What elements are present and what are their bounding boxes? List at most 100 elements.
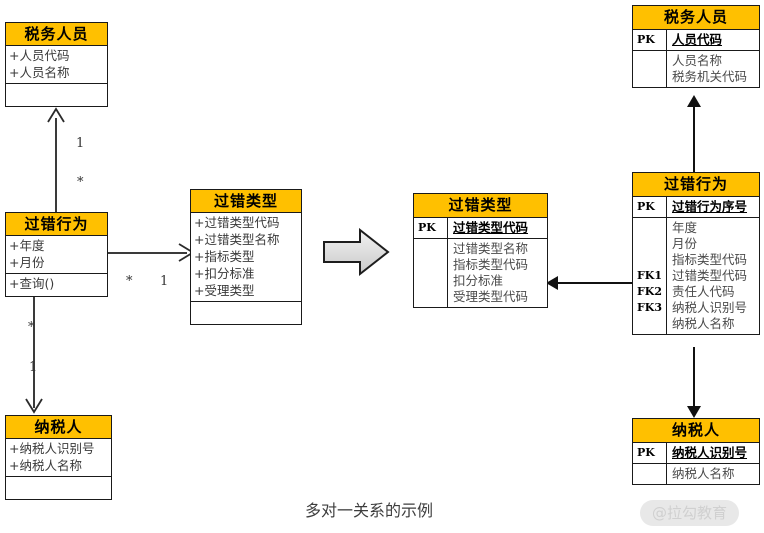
uml-operations-fault-type xyxy=(191,302,301,324)
uml-attributes-taxpayer: +纳税人识别号 +纳税人名称 xyxy=(6,439,111,477)
er-key-label: PK xyxy=(637,446,655,459)
er-foreign-key-label: FK2 xyxy=(637,285,663,298)
er-field: 月份 xyxy=(672,236,698,251)
uml-class-title-fault-type: 过错类型 xyxy=(191,190,301,213)
multiplicity-faulttype-end: 1 xyxy=(160,274,169,289)
er-key-column: .. .. xyxy=(414,239,448,307)
er-value-column: 纳税人识别号 xyxy=(667,443,759,463)
arrowhead-solid-up-er-officer xyxy=(687,95,701,107)
er-attribute-section-tax-officer: .. 人员名称 税务机关代码 xyxy=(633,51,759,87)
uml-attribute: +纳税人名称 xyxy=(9,458,82,473)
uml-class-tax-officer[interactable]: 税务人员 +人员代码 +人员名称 xyxy=(5,22,108,107)
er-field: 过错类型代码 xyxy=(672,268,748,283)
connector-er-behavior-officer xyxy=(693,106,695,174)
er-table-taxpayer[interactable]: 纳税人 PK 纳税人识别号 . 纳税人名称 xyxy=(632,418,760,485)
er-table-title-tax-officer: 税务人员 xyxy=(633,6,759,30)
uml-class-title-fault-behavior: 过错行为 xyxy=(6,213,107,236)
er-value-column: 过错行为序号 xyxy=(667,197,759,217)
arrowhead-solid-down-er-taxpayer xyxy=(687,406,701,418)
er-key-column: . xyxy=(633,464,667,484)
connector-behavior-taxpayer xyxy=(33,295,35,408)
er-value-column: 过错类型代码 xyxy=(448,218,547,238)
uml-class-title-taxpayer: 纳税人 xyxy=(6,416,111,439)
multiplicity-behavior-down-end: * xyxy=(28,320,35,335)
er-field: 扣分标准 xyxy=(453,273,504,288)
er-table-fault-type[interactable]: 过错类型 PK 过错类型代码 .. .. 过错类型名称 指标类型代码 扣分标准 … xyxy=(413,193,548,308)
er-key-column: PK xyxy=(633,443,667,463)
connector-behavior-faulttype xyxy=(107,252,187,254)
multiplicity-taxpayer-end: 1 xyxy=(29,360,38,375)
uml-class-taxpayer[interactable]: 纳税人 +纳税人识别号 +纳税人名称 xyxy=(5,415,112,500)
multiplicity-officer-end: 1 xyxy=(76,136,85,151)
er-primary-key-field: 过错行为序号 xyxy=(672,199,748,214)
er-key-section-taxpayer: PK 纳税人识别号 xyxy=(633,443,759,464)
er-key-section-fault-type: PK 过错类型代码 xyxy=(414,218,547,239)
uml-attribute: +纳税人识别号 xyxy=(9,441,95,456)
uml-attribute: +受理类型 xyxy=(194,283,255,298)
transform-block-arrow-icon xyxy=(323,228,390,277)
uml-class-fault-behavior[interactable]: 过错行为 +年度 +月份 +查询() xyxy=(5,212,108,297)
er-attribute-section-taxpayer: . 纳税人名称 xyxy=(633,464,759,484)
uml-operation: +查询() xyxy=(9,276,55,291)
er-value-column: 过错类型名称 指标类型代码 扣分标准 受理类型代码 xyxy=(448,239,547,307)
er-key-column: PK xyxy=(414,218,448,238)
er-field: 纳税人名称 xyxy=(672,316,735,331)
uml-attribute: +过错类型代码 xyxy=(194,215,280,230)
uml-operations-fault-behavior: +查询() xyxy=(6,274,107,296)
watermark: @拉勾教育 xyxy=(640,500,740,526)
er-key-label: PK xyxy=(637,33,655,46)
uml-attribute: +过错类型名称 xyxy=(194,232,280,247)
er-field: 纳税人识别号 xyxy=(672,300,748,315)
er-value-column: 人员代码 xyxy=(667,30,759,50)
diagram-caption: 多对一关系的示例 xyxy=(305,501,434,520)
uml-attributes-tax-officer: +人员代码 +人员名称 xyxy=(6,46,107,84)
uml-attributes-fault-type: +过错类型代码 +过错类型名称 +指标类型 +扣分标准 +受理类型 xyxy=(191,213,301,302)
er-field: 税务机关代码 xyxy=(672,69,748,84)
er-field: 指标类型代码 xyxy=(453,257,529,272)
er-table-tax-officer[interactable]: 税务人员 PK 人员代码 .. 人员名称 税务机关代码 xyxy=(632,5,760,88)
uml-class-title-tax-officer: 税务人员 xyxy=(6,23,107,46)
er-foreign-key-label: FK1 xyxy=(637,269,663,282)
er-key-column: .. xyxy=(633,51,667,87)
er-key-column: PK xyxy=(633,30,667,50)
uml-attribute: +月份 xyxy=(9,255,45,270)
er-key-column: . . . FK1 FK2 FK3 . xyxy=(633,218,667,334)
er-key-label: PK xyxy=(637,200,655,213)
er-value-column: 人员名称 税务机关代码 xyxy=(667,51,759,87)
multiplicity-behavior-up-end: * xyxy=(77,175,84,190)
er-attribute-section-fault-behavior: . . . FK1 FK2 FK3 . 年度 月份 指标类型代码 过错类型代码 … xyxy=(633,218,759,334)
uml-operations-taxpayer xyxy=(6,477,111,499)
uml-class-fault-type[interactable]: 过错类型 +过错类型代码 +过错类型名称 +指标类型 +扣分标准 +受理类型 xyxy=(190,189,302,325)
er-key-section-fault-behavior: PK 过错行为序号 xyxy=(633,197,759,218)
er-table-fault-behavior[interactable]: 过错行为 PK 过错行为序号 . . . FK1 FK2 FK3 . 年度 月份 xyxy=(632,172,760,335)
uml-attribute: +人员名称 xyxy=(9,65,70,80)
arrowhead-open-up-officer xyxy=(47,107,65,123)
er-field: 年度 xyxy=(672,220,698,235)
er-field: 指标类型代码 xyxy=(672,252,748,267)
uml-operations-tax-officer xyxy=(6,84,107,106)
uml-attributes-fault-behavior: +年度 +月份 xyxy=(6,236,107,274)
arrowhead-solid-left-er-faulttype xyxy=(546,276,558,290)
er-field: 人员名称 xyxy=(672,53,723,68)
er-table-title-fault-behavior: 过错行为 xyxy=(633,173,759,197)
er-table-title-fault-type: 过错类型 xyxy=(414,194,547,218)
er-primary-key-field: 人员代码 xyxy=(672,32,723,47)
er-value-column: 纳税人名称 xyxy=(667,464,759,484)
connector-er-behavior-faulttype xyxy=(557,282,635,284)
multiplicity-behavior-right-end: * xyxy=(126,274,133,289)
er-primary-key-field: 纳税人识别号 xyxy=(672,445,748,460)
er-value-column: 年度 月份 指标类型代码 过错类型代码 责任人代码 纳税人识别号 纳税人名称 xyxy=(667,218,759,334)
er-key-label: PK xyxy=(418,221,436,234)
er-field: 过错类型名称 xyxy=(453,241,529,256)
er-key-column: PK xyxy=(633,197,667,217)
uml-attribute: +扣分标准 xyxy=(194,266,255,281)
arrowhead-open-down-taxpayer xyxy=(25,398,43,414)
er-table-title-taxpayer: 纳税人 xyxy=(633,419,759,443)
uml-attribute: +指标类型 xyxy=(194,249,255,264)
er-field: 纳税人名称 xyxy=(672,466,735,481)
connector-officer-behavior xyxy=(55,118,57,212)
er-key-section-tax-officer: PK 人员代码 xyxy=(633,30,759,51)
uml-attribute: +人员代码 xyxy=(9,48,70,63)
connector-er-behavior-taxpayer xyxy=(693,347,695,409)
